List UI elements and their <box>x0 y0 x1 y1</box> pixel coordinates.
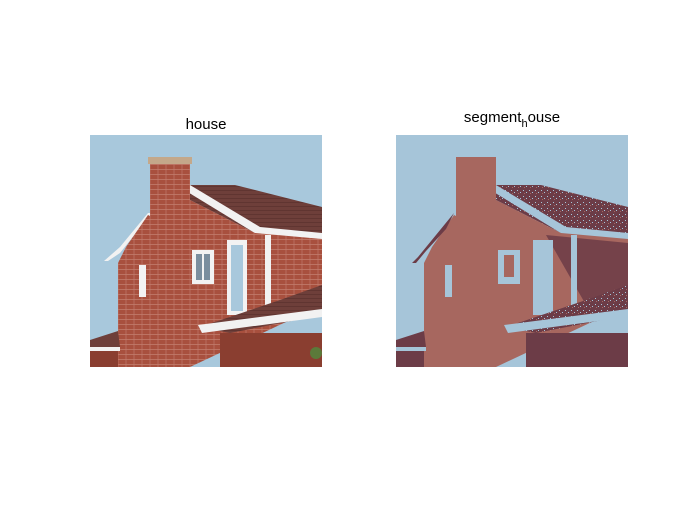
upper-roof-trim <box>182 183 322 240</box>
segmented-image <box>396 135 628 367</box>
right-title-subscript: h <box>521 118 528 130</box>
small-window-left <box>139 265 146 297</box>
left-title-text: house <box>185 116 227 133</box>
foliage <box>310 347 322 359</box>
right-title-main: segment <box>463 109 522 126</box>
lower-wall <box>220 333 322 367</box>
chimney <box>150 159 190 367</box>
chimney-cap <box>148 157 192 164</box>
seg-upper-roof <box>491 185 628 235</box>
seg-chimney <box>456 157 496 367</box>
downspout <box>265 235 271 307</box>
left-gable-trim <box>104 213 152 261</box>
right-title-tail: ouse <box>527 109 561 126</box>
right-panel-title: segmenthouse <box>396 110 628 130</box>
segmented-house <box>396 135 628 367</box>
left-panel-title: house <box>90 117 322 132</box>
seg-left-wall <box>424 215 458 367</box>
seg-lower-wall <box>526 333 628 367</box>
lower-roof-trim <box>198 309 322 333</box>
upper-roof <box>185 185 322 235</box>
house-photo <box>90 135 322 367</box>
center-window <box>192 250 214 284</box>
house-image <box>90 135 322 367</box>
left-wall <box>118 215 152 367</box>
